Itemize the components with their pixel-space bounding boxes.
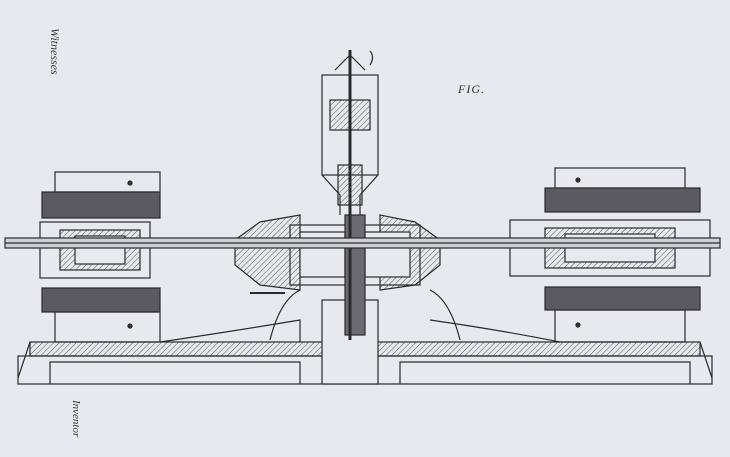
left-magnet [39, 171, 161, 343]
vertical-column [321, 50, 379, 340]
main-shaft [4, 237, 721, 249]
witness-signature: Witnesses [48, 28, 62, 75]
central-housing [234, 214, 441, 336]
figure-label: FIG. [458, 82, 485, 96]
right-magnet [509, 167, 711, 343]
inventor-signature: Inventor [70, 400, 82, 438]
